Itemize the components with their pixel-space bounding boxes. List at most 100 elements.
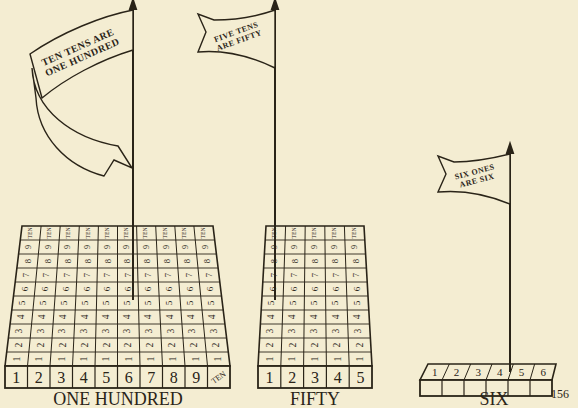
cube-number: 6 [185, 287, 194, 291]
cube-number: 7 [42, 273, 51, 277]
grid-line [139, 366, 140, 388]
cube-number: 9 [331, 245, 339, 249]
cube-number: 5 [353, 301, 362, 306]
cube-number: 7 [311, 273, 320, 277]
cube-number: 2 [146, 343, 156, 348]
cube-number: 5 [186, 301, 195, 306]
cube-number: 5 [61, 301, 70, 306]
pole-finial [272, 0, 278, 9]
cube-number: TEN [163, 228, 169, 239]
cube-number: 3 [310, 329, 320, 334]
cube-number: 7 [22, 273, 31, 277]
page-number: 156 [551, 388, 569, 400]
grid-line [12, 310, 223, 311]
cube-number: 4 [187, 315, 196, 320]
cube-number: 1 [101, 357, 111, 362]
cube-number: 9 [104, 245, 112, 249]
cube-number: 4 [60, 315, 69, 320]
cube-number: 9 [45, 245, 53, 249]
grid-line [441, 380, 442, 396]
grid-line [8, 338, 226, 339]
cube-number: TEN [66, 228, 72, 239]
cube-number: 9 [25, 245, 33, 249]
cube-number: 4 [209, 315, 218, 320]
grid-line [162, 366, 163, 388]
cube-number: 7 [62, 273, 71, 277]
cube-number: 3 [145, 329, 155, 334]
cube-number: 2 [454, 367, 460, 378]
cube-number: 3 [57, 370, 65, 386]
flag-pennant: TEN TENS ARE ONE HUNDRED [20, 6, 135, 178]
cube-number: 2 [80, 343, 90, 348]
cube-number: 1 [333, 357, 343, 362]
block-front-face [258, 366, 372, 388]
cube-number: 1 [432, 367, 438, 378]
cube-number: 7 [290, 273, 299, 277]
cube-number: 9 [162, 245, 170, 249]
cube-number: 9 [192, 370, 200, 386]
cube-number: 6 [540, 367, 546, 378]
cube-number: 3 [210, 329, 220, 334]
cube-number: 8 [331, 259, 340, 263]
cube-number: 7 [144, 273, 153, 277]
cube-number: 7 [352, 273, 361, 277]
cube-number: 3 [59, 329, 69, 334]
grid-line [529, 380, 530, 396]
grid-line [7, 352, 229, 353]
cube-number: 1 [168, 357, 178, 362]
cube-number: 2 [58, 343, 68, 348]
pole-finial [130, 0, 136, 9]
grid-line [263, 282, 367, 283]
cube-number: 8 [203, 259, 212, 263]
cube-number: 4 [332, 315, 341, 320]
grid-line [262, 296, 368, 297]
cube-number: 9 [64, 245, 72, 249]
cube-number: 6 [41, 287, 50, 291]
cube-number: 2 [36, 343, 46, 348]
cube-number: 6 [165, 287, 174, 291]
cube-number: 4 [166, 315, 175, 320]
cube-number: 5 [123, 301, 132, 306]
grid-line [94, 366, 95, 388]
cube-number: 7 [204, 273, 213, 277]
cube-number: 6 [353, 287, 362, 291]
cube-number: 3 [80, 329, 90, 334]
cube-number: 3 [37, 329, 47, 334]
cube-number: 1 [265, 370, 273, 386]
cube-number: 8 [352, 259, 361, 263]
cube-number: 1 [265, 357, 275, 362]
cube-number: 4 [289, 315, 298, 320]
cube-number: 9 [143, 245, 151, 249]
grid-line [326, 366, 327, 388]
grid-line [464, 364, 471, 380]
cube-number: TEN [352, 228, 358, 239]
grid-line [117, 366, 118, 388]
cube-number: TEN [182, 228, 188, 239]
cube-number: 7 [184, 273, 193, 277]
block-top-face [5, 226, 230, 366]
cube-number: TEN [47, 228, 53, 239]
cube-number: 9 [351, 245, 359, 249]
cube-number: 1 [57, 357, 67, 362]
cube-number: 4 [38, 315, 47, 320]
cube-number: 8 [170, 370, 178, 386]
cube-number: 2 [355, 343, 365, 348]
cube-number: 6 [332, 287, 341, 291]
cube-number: 2 [212, 343, 222, 348]
cube-number: 7 [147, 370, 155, 386]
cube-number: 6 [20, 287, 29, 291]
cube-number: 1 [287, 357, 297, 362]
cube-number: 2 [332, 343, 342, 348]
grid-line [184, 366, 185, 388]
cube-number: 5 [40, 301, 49, 306]
grid-line [15, 282, 220, 283]
cube-number: 8 [163, 259, 172, 263]
cube-number: TEN [201, 228, 207, 239]
cube-number: 1 [191, 357, 201, 362]
cube-number: TEN [312, 228, 318, 239]
cube-number: 9 [84, 245, 92, 249]
cube-number: 7 [83, 273, 92, 277]
cube-number: 3 [288, 329, 298, 334]
cube-number: 1 [34, 357, 44, 362]
